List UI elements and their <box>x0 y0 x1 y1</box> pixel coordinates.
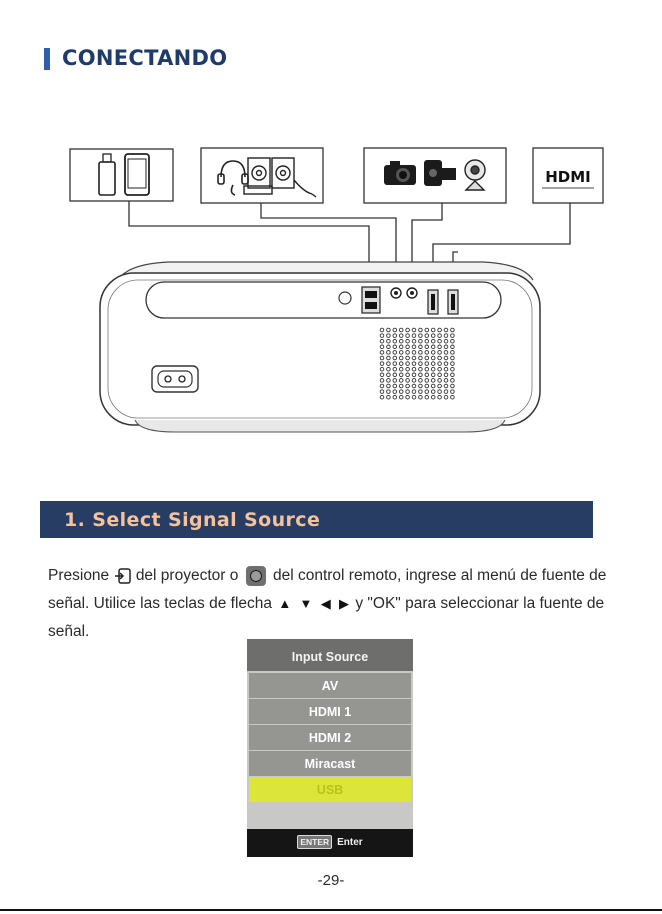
menu-header: Input Source <box>247 639 413 671</box>
usb-phone-box <box>70 149 173 201</box>
enter-key-badge: ENTER <box>297 835 332 849</box>
menu-item-av[interactable]: AV <box>249 673 411 698</box>
page-number: -29- <box>0 872 662 889</box>
audio-box <box>201 148 323 203</box>
bottom-rule <box>0 909 662 911</box>
para-text-2: del proyector o <box>136 567 239 584</box>
input-source-icon <box>114 567 132 585</box>
projector-illustration <box>100 262 540 432</box>
menu-item-hdmi1[interactable]: HDMI 1 <box>249 699 411 724</box>
menu-footer: ENTER Enter <box>247 829 413 857</box>
remote-source-button-icon <box>246 566 266 586</box>
para-text-1: Presione <box>48 567 109 584</box>
arrow-left-icon: ◀ <box>321 596 331 611</box>
connection-diagram: HDMI <box>0 140 662 440</box>
header-accent-bar <box>44 48 50 70</box>
page-heading: CONECTANDO <box>62 46 227 70</box>
section-title: 1. Select Signal Source <box>64 509 320 531</box>
enter-label: Enter <box>337 837 363 848</box>
menu-item-miracast[interactable]: Miracast <box>249 751 411 776</box>
input-source-menu: Input Source AV HDMI 1 HDMI 2 Miracast U… <box>247 639 413 857</box>
arrow-down-icon: ▼ <box>300 596 313 611</box>
arrow-up-icon: ▲ <box>278 596 291 611</box>
menu-item-hdmi2[interactable]: HDMI 2 <box>249 725 411 750</box>
menu-item-usb[interactable]: USB <box>249 777 411 802</box>
instruction-paragraph: Presione del proyector o del control rem… <box>48 562 608 646</box>
hdmi-logo: HDMI <box>545 168 591 186</box>
arrow-right-icon: ▶ <box>339 596 349 611</box>
